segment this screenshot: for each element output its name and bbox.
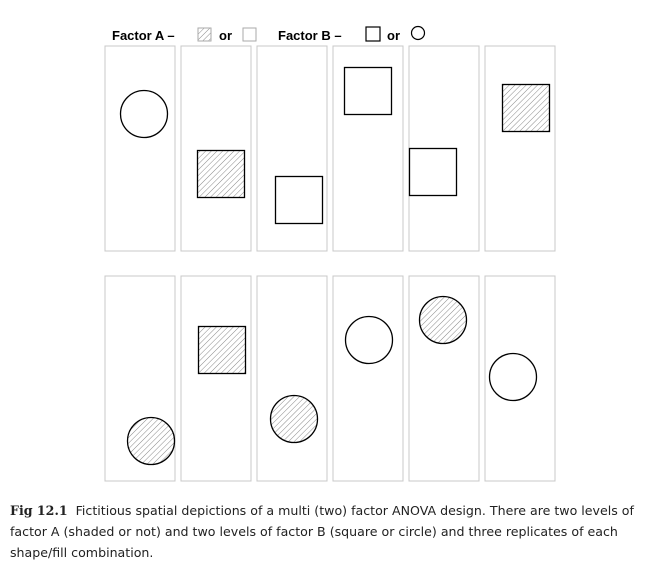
legend-square-swatch xyxy=(365,26,381,42)
panel-r2-c3 xyxy=(256,275,328,482)
unshaded-square-r1-c4 xyxy=(343,66,393,116)
legend-unshaded-swatch xyxy=(242,27,257,42)
panel-grid xyxy=(104,45,556,482)
panel-r1-c1 xyxy=(104,45,176,252)
shaded-square-r1-c6 xyxy=(501,83,551,133)
factor-b-or: or xyxy=(387,28,400,43)
unshaded-square-r1-c5 xyxy=(408,147,458,197)
panel-r2-c2 xyxy=(180,275,252,482)
panel-r1-c6 xyxy=(484,45,556,252)
shaded-square-r1-c2 xyxy=(196,149,246,199)
legend-shaded-swatch xyxy=(197,27,212,42)
unshaded-circle-r2-c4 xyxy=(344,315,394,365)
legend: Factor A – or Factor B – or xyxy=(112,25,426,43)
shaded-circle-r2-c5 xyxy=(418,295,468,345)
factor-b-label: Factor B – xyxy=(278,28,342,43)
unshaded-circle-r2-c6 xyxy=(488,352,538,402)
factor-a-or: or xyxy=(219,28,232,43)
unshaded-square-r1-c3 xyxy=(274,175,324,225)
shaded-circle-r2-c1 xyxy=(126,416,176,466)
figure-label: Fig 12.1 xyxy=(10,503,68,518)
caption-text: Fictitious spatial depictions of a multi… xyxy=(10,503,634,560)
unshaded-circle-r1-c1 xyxy=(119,89,169,139)
panel-r2-c4 xyxy=(332,275,404,482)
factor-a-label: Factor A – xyxy=(112,28,175,43)
shaded-square-r2-c2 xyxy=(197,325,247,375)
legend-circle-swatch xyxy=(410,25,426,41)
shaded-circle-r2-c3 xyxy=(269,394,319,444)
panel-r1-c2 xyxy=(180,45,252,252)
anova-design-figure: Factor A – or Factor B – or xyxy=(104,25,556,482)
